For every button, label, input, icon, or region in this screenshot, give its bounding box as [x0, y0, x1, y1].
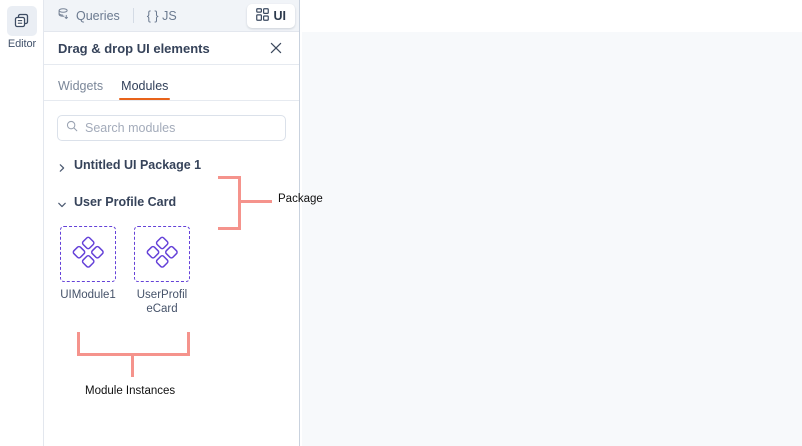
- package-bracket-spine: [238, 176, 241, 230]
- app-canvas[interactable]: [302, 32, 802, 446]
- package-bracket-top-arm: [218, 176, 241, 179]
- tree-item-user-profile-card[interactable]: User Profile Card: [44, 187, 299, 217]
- tree-item-label: Untitled UI Package 1: [74, 158, 202, 172]
- tree-item-label: User Profile Card: [74, 195, 177, 209]
- annotation-package-label: Package: [278, 193, 323, 205]
- module-grid: UIModule1 UserProfileCard: [44, 217, 299, 316]
- instances-bracket-left-arm: [77, 332, 80, 355]
- subtab-modules-label: Modules: [121, 79, 169, 93]
- panel-header: Drag & drop UI elements: [44, 32, 299, 65]
- module-card-userprofilecard[interactable]: UserProfileCard: [134, 226, 194, 316]
- search-icon: [66, 119, 78, 137]
- rail-item-label: Editor: [7, 38, 37, 50]
- instances-bracket-spine: [77, 353, 190, 356]
- ui-elements-panel: Queries { } JS UI Drag & drop UI element…: [44, 0, 300, 446]
- instances-bracket-stem: [131, 355, 134, 377]
- module-diamonds-icon: [60, 226, 116, 282]
- package-bracket-stem: [240, 200, 272, 203]
- tab-divider: [132, 8, 134, 23]
- search-input[interactable]: [85, 121, 277, 135]
- database-query-icon: [57, 7, 71, 24]
- close-icon[interactable]: [267, 39, 285, 57]
- module-card-uimodule1[interactable]: UIModule1: [60, 226, 120, 316]
- editor-tabstrip: Queries { } JS UI: [44, 0, 299, 32]
- instances-bracket-right-arm: [187, 332, 190, 355]
- module-card-label: UserProfileCard: [136, 289, 188, 315]
- tab-ui[interactable]: UI: [246, 3, 295, 28]
- tab-ui-label: UI: [273, 8, 287, 23]
- left-rail: Editor: [0, 0, 44, 446]
- panel-title: Drag & drop UI elements: [58, 40, 210, 56]
- search-container: [44, 101, 299, 141]
- ui-grid-icon: [255, 7, 269, 24]
- chevron-down-icon[interactable]: [57, 197, 67, 208]
- subtab-widgets[interactable]: Widgets: [58, 79, 103, 100]
- module-diamonds-icon: [134, 226, 190, 282]
- annotation-module-instances-label: Module Instances: [85, 385, 176, 397]
- search-box[interactable]: [57, 115, 286, 141]
- panel-subtabs: Widgets Modules: [44, 65, 299, 101]
- module-tree: Untitled UI Package 1 User Profile Card: [44, 141, 299, 217]
- package-bracket-bottom-arm: [218, 227, 241, 230]
- chevron-right-icon[interactable]: [57, 160, 67, 172]
- tab-js[interactable]: { } JS: [138, 4, 186, 28]
- tab-js-label: { } JS: [146, 8, 177, 23]
- tree-item-untitled-ui-package-1[interactable]: Untitled UI Package 1: [44, 150, 299, 180]
- tab-queries[interactable]: Queries: [48, 4, 129, 28]
- module-card-label: UIModule1: [60, 289, 116, 301]
- editor-pages-icon: [7, 6, 37, 36]
- subtab-widgets-label: Widgets: [58, 79, 104, 93]
- rail-item-editor[interactable]: Editor: [4, 6, 40, 50]
- subtab-modules[interactable]: Modules: [119, 79, 171, 100]
- tab-queries-label: Queries: [76, 8, 120, 23]
